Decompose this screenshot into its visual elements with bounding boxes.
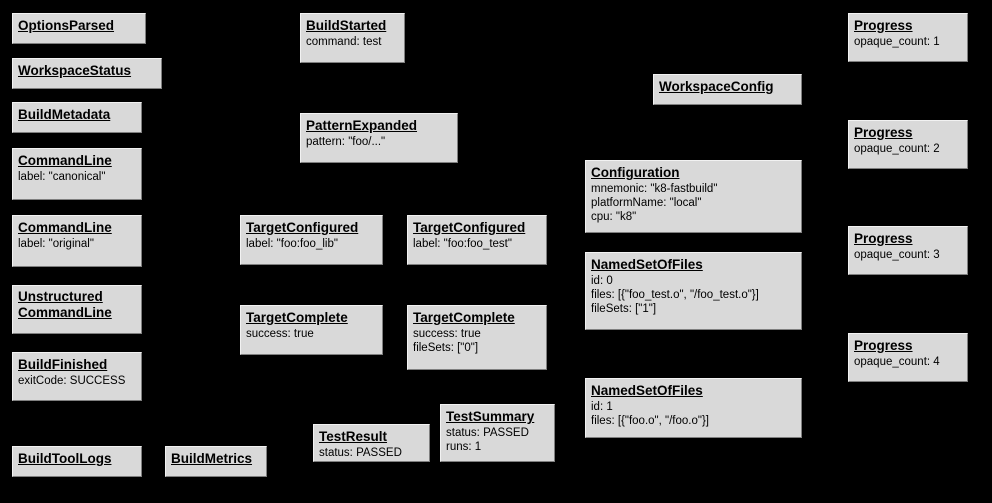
event-node-attribute: opaque_count: 1 [854,36,940,48]
event-node-progress-1[interactable]: Progress opaque_count: 1 [848,13,968,62]
event-node-title: Progress [854,231,913,246]
event-node-attribute: platformName: "local" [591,197,702,209]
event-node-options-parsed[interactable]: OptionsParsed [12,13,146,44]
event-node-title: BuildStarted [306,18,387,33]
event-node-title: BuildMetadata [18,107,111,122]
event-node-attribute: files: [{"foo_test.o", "/foo_test.o"}] [591,289,759,301]
event-node-title: BuildMetrics [171,451,253,466]
event-node-attribute: opaque_count: 3 [854,249,940,261]
event-node-target-complete-test[interactable]: TargetComplete success: true fileSets: ["0… [407,305,547,370]
event-node-title: WorkspaceStatus [18,63,132,78]
event-node-command-line-original[interactable]: CommandLine label: "original" [12,215,142,267]
event-node-title: CommandLine [18,220,112,235]
event-node-attribute: label: "foo:foo_test" [413,238,512,250]
event-node-title: Configuration [591,165,680,180]
event-node-workspace-config[interactable]: WorkspaceConfig [653,74,802,105]
event-node-attribute: success: true [413,328,481,340]
event-node-title: WorkspaceConfig [659,79,774,94]
event-node-title: TargetConfigured [413,220,526,235]
event-node-title: NamedSetOfFiles [591,257,703,272]
event-node-unstructured-command-line[interactable]: Unstructured CommandLine [12,285,142,334]
event-node-named-set-of-files-0[interactable]: NamedSetOfFiles id: 0 files: [{"foo_test.o… [585,252,802,330]
event-node-configuration[interactable]: Configuration mnemonic: "k8-fastbuild" pla… [585,160,802,233]
event-node-attribute: label: "original" [18,238,94,250]
event-node-progress-2[interactable]: Progress opaque_count: 2 [848,120,968,169]
event-node-title: TestResult [319,429,388,444]
event-node-attribute: id: 0 [591,275,613,287]
event-node-attribute: files: [{"foo.o", "/foo.o"}] [591,415,709,427]
event-node-attribute: exitCode: SUCCESS [18,375,126,387]
event-node-attribute: fileSets: ["0"] [413,342,479,354]
event-node-title: OptionsParsed [18,18,115,33]
event-node-progress-3[interactable]: Progress opaque_count: 3 [848,226,968,275]
event-node-progress-4[interactable]: Progress opaque_count: 4 [848,333,968,382]
event-node-title: PatternExpanded [306,118,418,133]
event-node-attribute: fileSets: ["1"] [591,303,657,315]
event-node-title: Progress [854,125,913,140]
event-node-build-finished[interactable]: BuildFinished exitCode: SUCCESS [12,352,142,401]
event-node-attribute: pattern: "foo/..." [306,136,386,148]
event-node-title: TestSummary [446,409,535,424]
event-node-title: Unstructured CommandLine [18,289,112,320]
event-node-command-line-canonical[interactable]: CommandLine label: "canonical" [12,148,142,200]
event-node-build-metrics[interactable]: BuildMetrics [165,446,267,477]
event-node-build-tool-logs[interactable]: BuildToolLogs [12,446,142,477]
event-node-workspace-status[interactable]: WorkspaceStatus [12,58,162,89]
event-node-attribute: label: "foo:foo_lib" [246,238,338,250]
event-node-title: NamedSetOfFiles [591,383,703,398]
event-node-attribute: opaque_count: 4 [854,356,940,368]
event-node-target-complete-lib[interactable]: TargetComplete success: true [240,305,383,355]
event-node-pattern-expanded[interactable]: PatternExpanded pattern: "foo/..." [300,113,458,163]
event-node-attribute: command: test [306,36,382,48]
event-node-attribute: runs: 1 [446,441,482,453]
event-node-attribute: id: 1 [591,401,613,413]
event-node-build-started[interactable]: BuildStarted command: test [300,13,405,63]
event-node-named-set-of-files-1[interactable]: NamedSetOfFiles id: 1 files: [{"foo.o", "/… [585,378,802,438]
event-node-target-configured-lib[interactable]: TargetConfigured label: "foo:foo_lib" [240,215,383,265]
event-node-title: BuildToolLogs [18,451,112,466]
event-node-title: TargetComplete [246,310,348,325]
event-node-attribute: success: true [246,328,314,340]
event-node-attribute: status: PASSED [446,427,529,439]
event-node-title: BuildFinished [18,357,108,372]
event-node-title: Progress [854,18,913,33]
event-node-title: Progress [854,338,913,353]
event-node-title: TargetComplete [413,310,515,325]
event-node-test-result[interactable]: TestResult status: PASSED [313,424,430,462]
event-node-title: CommandLine [18,153,112,168]
event-node-title: TargetConfigured [246,220,359,235]
event-node-test-summary[interactable]: TestSummary status: PASSED runs: 1 [440,404,555,462]
event-node-attribute: mnemonic: "k8-fastbuild" [591,183,718,195]
event-node-attribute: opaque_count: 2 [854,143,940,155]
event-node-attribute: cpu: "k8" [591,211,637,223]
event-node-target-configured-test[interactable]: TargetConfigured label: "foo:foo_test" [407,215,547,265]
event-node-attribute: label: "canonical" [18,171,106,183]
event-node-attribute: status: PASSED [319,447,402,459]
event-node-build-metadata[interactable]: BuildMetadata [12,102,142,133]
